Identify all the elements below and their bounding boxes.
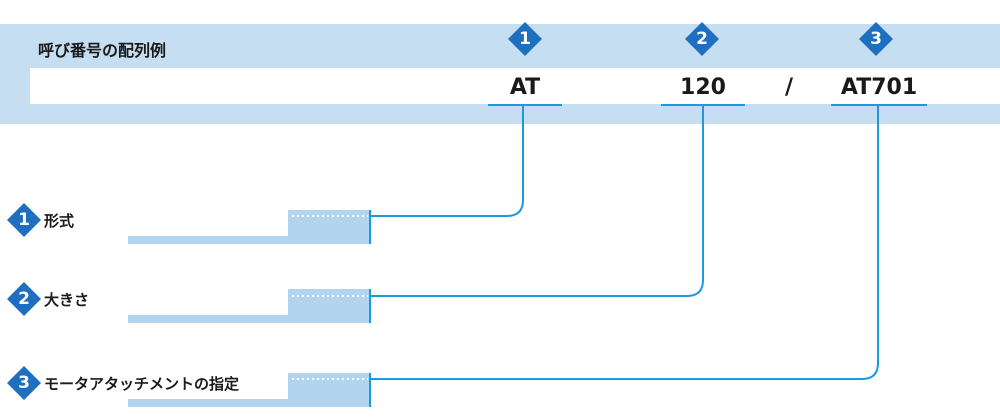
label-box [30, 280, 288, 315]
code-part-type: AT [509, 75, 541, 100]
item-marker-number: 3 [18, 373, 30, 393]
code-marker-3: 3 [858, 21, 894, 57]
code-part-size: 120 [680, 75, 726, 100]
item-label-type: 形式 [44, 212, 75, 230]
item-marker-2: 2 [6, 281, 42, 317]
item-marker-1: 1 [6, 202, 42, 238]
code-separator: / [784, 75, 794, 100]
diamond-marker-icon [685, 22, 719, 56]
label-box [30, 201, 288, 236]
code-underline [488, 104, 562, 106]
connector-line-3 [370, 104, 879, 380]
diamond-marker-icon [7, 282, 41, 316]
code-marker-number: 1 [519, 29, 531, 49]
diamond-marker-icon [7, 203, 41, 237]
item-label-motor-attachment: モータアタッチメントの指定 [44, 375, 240, 393]
item-label-size: 大きさ [44, 291, 90, 309]
diamond-marker-icon [7, 366, 41, 400]
connector-line-1 [370, 104, 524, 217]
code-marker-number: 3 [870, 29, 882, 49]
banner-inner-panel [30, 68, 1000, 104]
connector-line-2 [370, 104, 704, 297]
label-box [30, 364, 288, 399]
code-marker-number: 2 [696, 29, 708, 49]
item-marker-3: 3 [6, 365, 42, 401]
code-marker-2: 2 [684, 21, 720, 57]
item-marker-number: 1 [18, 210, 30, 230]
code-part-motor: AT701 [840, 75, 918, 100]
page-title: 呼び番号の配列例 [38, 41, 167, 60]
item-marker-number: 2 [18, 289, 30, 309]
diamond-marker-icon [859, 22, 893, 56]
diamond-marker-icon [508, 22, 542, 56]
code-marker-1: 1 [507, 21, 543, 57]
